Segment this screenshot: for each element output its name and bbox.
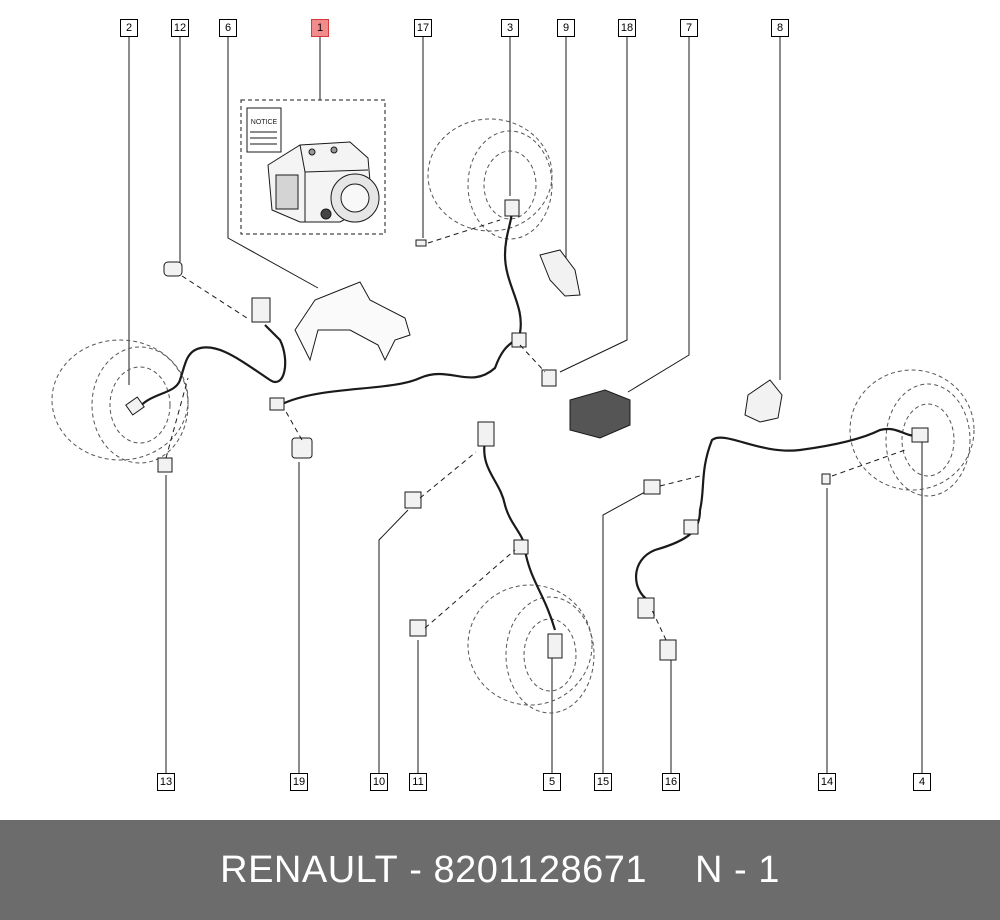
connector-front-left bbox=[251, 297, 271, 323]
callout-2[interactable]: 2 bbox=[120, 19, 138, 37]
callout-11[interactable]: 11 bbox=[409, 773, 427, 791]
clip-15 bbox=[643, 479, 661, 495]
clip-13 bbox=[157, 457, 173, 473]
clip-harness-rear-right bbox=[683, 519, 699, 535]
leader-line-7 bbox=[627, 37, 690, 393]
callout-7[interactable]: 7 bbox=[680, 19, 698, 37]
part-info-footer: RENAULT - 8201128671 N - 1 bbox=[0, 820, 1000, 920]
notice-label: NOTICE bbox=[251, 119, 278, 126]
brand-name: RENAULT bbox=[220, 848, 399, 891]
clip-harness-rear-left bbox=[513, 539, 529, 555]
wheel-rear-left bbox=[467, 584, 595, 714]
wheel-front-right bbox=[427, 118, 553, 240]
clip-harness-main bbox=[511, 332, 527, 348]
clip-18 bbox=[541, 369, 557, 387]
sensor-head-front-left bbox=[125, 396, 145, 416]
callout-18[interactable]: 18 bbox=[618, 19, 636, 37]
harness-rear-left bbox=[483, 439, 557, 631]
grommet-12 bbox=[163, 261, 183, 277]
harness-front-left bbox=[136, 324, 287, 411]
harness-abs-main bbox=[279, 209, 522, 406]
grommet-19 bbox=[291, 437, 313, 459]
leader-line-15 bbox=[602, 491, 646, 773]
callout-19[interactable]: 19 bbox=[290, 773, 308, 791]
quantity-label: N - 1 bbox=[695, 848, 780, 891]
sensor-module-7 bbox=[569, 389, 631, 439]
harness-rear-right bbox=[635, 427, 926, 601]
sensor-head-front-right bbox=[504, 199, 520, 217]
callout-8[interactable]: 8 bbox=[771, 19, 789, 37]
leader-line-6 bbox=[227, 37, 319, 289]
wheel-rear-right bbox=[849, 369, 975, 497]
clip-10 bbox=[404, 491, 422, 509]
callout-1[interactable]: 1 bbox=[311, 19, 329, 37]
abs-mounting-bracket bbox=[294, 281, 411, 362]
screw-17 bbox=[415, 239, 427, 247]
leader-line-10 bbox=[378, 509, 409, 773]
callout-17[interactable]: 17 bbox=[414, 19, 432, 37]
clip-16 bbox=[659, 639, 677, 661]
clips-and-connectors bbox=[125, 199, 929, 661]
brand-separator: - bbox=[409, 848, 423, 891]
connector-19-plug bbox=[269, 397, 285, 411]
callout-12[interactable]: 12 bbox=[171, 19, 189, 37]
clip-11 bbox=[409, 619, 427, 637]
abs-hydraulic-unit bbox=[267, 141, 380, 223]
abs-unit-frame bbox=[240, 99, 386, 235]
sensor-head-rear-left bbox=[547, 633, 563, 659]
bracket-9 bbox=[539, 249, 581, 297]
callout-6[interactable]: 6 bbox=[219, 19, 237, 37]
callout-16[interactable]: 16 bbox=[662, 773, 680, 791]
exploded-parts-diagram: NOTICE bbox=[51, 37, 975, 773]
bracket-8 bbox=[744, 379, 783, 423]
sensor-head-rear-right bbox=[911, 427, 929, 443]
connector-rear-right bbox=[637, 597, 655, 619]
notice-booklet: NOTICE bbox=[246, 107, 282, 153]
callout-14[interactable]: 14 bbox=[818, 773, 836, 791]
callout-3[interactable]: 3 bbox=[501, 19, 519, 37]
callout-13[interactable]: 13 bbox=[157, 773, 175, 791]
assembly-arrows bbox=[165, 219, 906, 641]
connector-rear-left bbox=[477, 421, 495, 447]
sensor-harnesses bbox=[136, 209, 926, 631]
callout-9[interactable]: 9 bbox=[557, 19, 575, 37]
callout-5[interactable]: 5 bbox=[543, 773, 561, 791]
callout-10[interactable]: 10 bbox=[370, 773, 388, 791]
callout-4[interactable]: 4 bbox=[913, 773, 931, 791]
screw-14 bbox=[821, 473, 831, 485]
wheel-front-left bbox=[51, 339, 189, 464]
part-number: 8201128671 bbox=[433, 848, 647, 891]
callout-15[interactable]: 15 bbox=[594, 773, 612, 791]
leader-line-18 bbox=[559, 37, 628, 373]
